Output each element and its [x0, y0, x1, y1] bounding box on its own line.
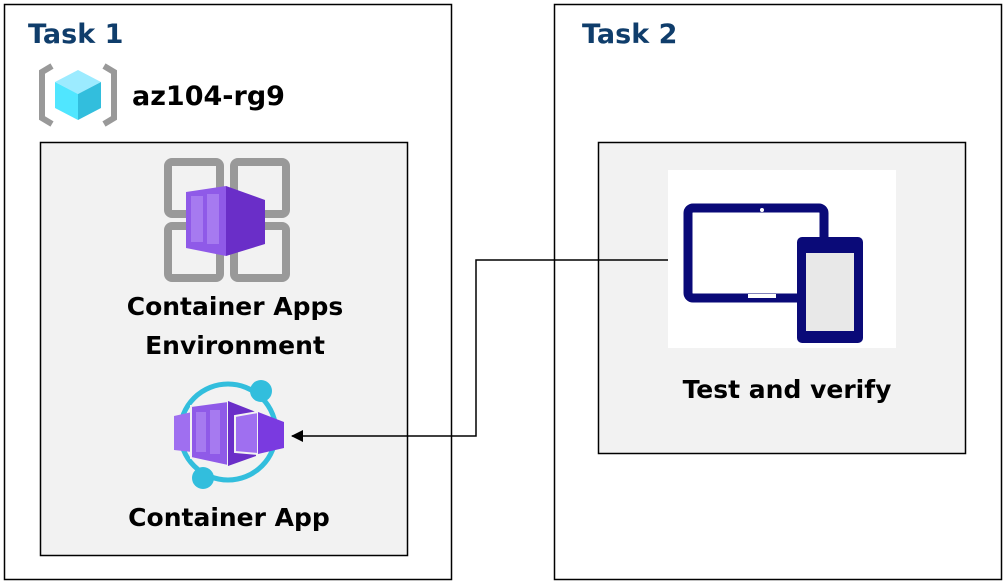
connector-arrow — [291, 259, 668, 442]
environment-label-line1: Container Apps — [127, 292, 344, 321]
container-app-icon — [174, 380, 284, 489]
test-verify-label: Test and verify — [683, 375, 892, 404]
container-apps-environment-icon — [164, 158, 290, 282]
task1-box: Task 1 az104-rg9 Container Apps Environm… — [3, 3, 453, 581]
container-app-label: Container App — [128, 503, 330, 532]
resource-group-name: az104-rg9 — [132, 81, 285, 112]
resource-group-icon — [39, 63, 117, 127]
task2-box: Task 2 Test and verify — [553, 3, 1003, 581]
devices-icon — [683, 203, 863, 343]
task2-title: Task 2 — [582, 19, 677, 50]
task1-title: Task 1 — [28, 19, 123, 50]
environment-label-line2: Environment — [145, 331, 325, 360]
